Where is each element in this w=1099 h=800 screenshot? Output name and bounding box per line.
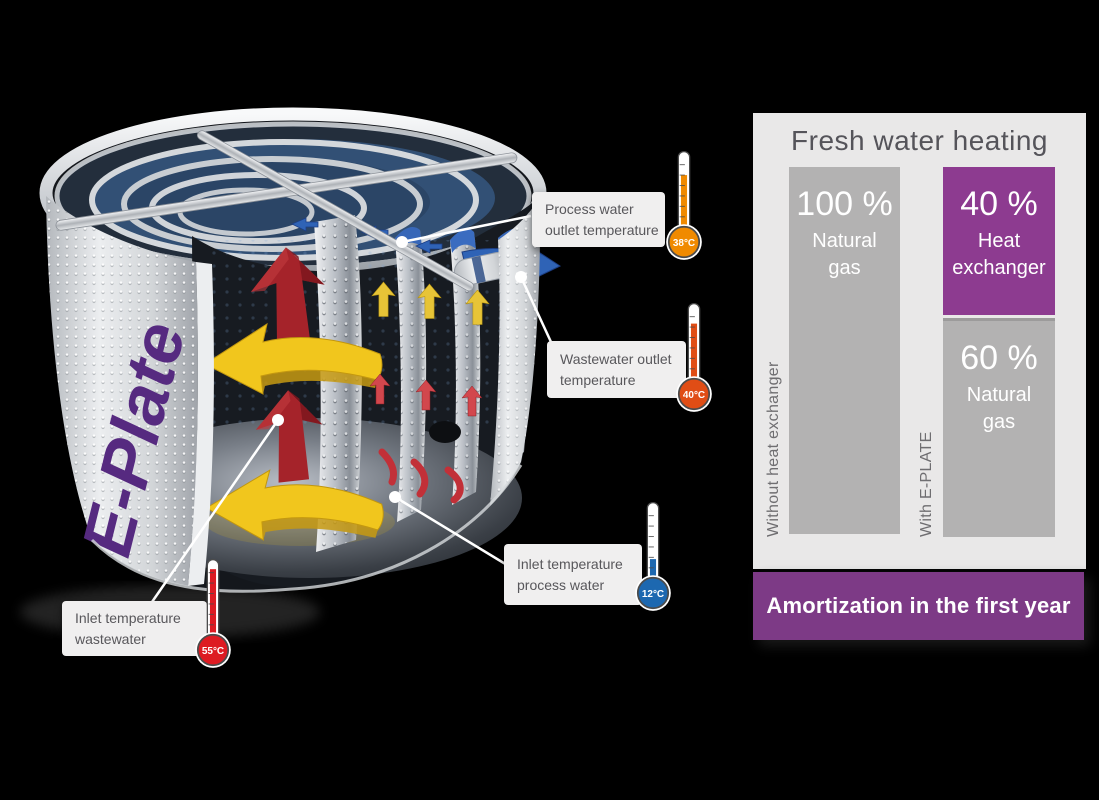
thermometer-38c: 38°C <box>664 149 704 262</box>
temp-value: 55°C <box>202 646 224 657</box>
callout-process-water-outlet: Process water outlet temperature <box>532 192 665 247</box>
red-inlet-hoses <box>378 448 464 504</box>
yellow-flow-arrow-large <box>205 469 384 541</box>
red-up-arrows-small <box>369 373 483 417</box>
callout-line: Wastewater outlet <box>560 350 672 367</box>
red-up-arrow-large <box>250 247 325 351</box>
tank-shell: E-Plate <box>46 196 541 593</box>
temp-value: 40°C <box>683 390 705 401</box>
bar-value: 100 % <box>796 185 893 223</box>
thermometer-40c: 40°C <box>674 301 714 414</box>
callout-line: temperature <box>560 371 636 388</box>
bar-label: Heat exchanger <box>952 230 1046 279</box>
yellow-flow-arrow-large <box>204 322 383 395</box>
bar-heat-exchanger-segment: 40 % Heat exchanger <box>943 167 1055 315</box>
chart-title: Fresh water heating <box>791 125 1048 156</box>
bar-natural-gas-segment: 60 % Natural gas <box>943 318 1055 537</box>
leader-lines <box>150 214 553 603</box>
bar-without-heat-exchanger: 100 % Natural gas <box>789 167 900 534</box>
tank-bottom-edge <box>90 464 523 593</box>
thermometer-12c: 12°C <box>633 500 673 613</box>
temp-value: 12°C <box>642 589 664 600</box>
bar-value: 60 % <box>960 339 1038 377</box>
drain-fitting <box>429 421 461 443</box>
callout-line: Process water <box>545 200 634 217</box>
yellow-up-arrows-small <box>371 281 490 325</box>
amortization-banner: Amortization in the first year <box>753 572 1084 640</box>
callout-line: wastewater <box>75 630 146 647</box>
support-bars <box>55 130 518 292</box>
callout-line: outlet temperature <box>545 221 659 238</box>
thermometer-55c: 55°C <box>193 557 233 670</box>
axis-label-with-e-plate: With E-PLATE <box>918 431 935 537</box>
callout-wastewater-outlet: Wastewater outlet temperature <box>547 341 686 398</box>
bar-label: Natural gas <box>812 230 877 279</box>
callout-inlet-wastewater: Inlet temperature wastewater <box>62 601 207 656</box>
chart-panel: Fresh water heating 100 % Natural gas 40… <box>753 113 1086 569</box>
axis-label-without-heat-exchanger: Without heat exchanger <box>765 361 782 537</box>
bar-value: 40 % <box>960 185 1038 223</box>
shell-cut-edge <box>188 262 214 586</box>
callout-line: process water <box>517 576 605 593</box>
temp-value: 38°C <box>673 238 695 249</box>
banner-text: Amortization in the first year <box>766 593 1071 618</box>
bar-label: Natural gas <box>966 384 1032 433</box>
callout-line: Inlet temperature <box>517 555 623 572</box>
callout-inlet-process-water: Inlet temperature process water <box>504 544 642 605</box>
callout-line: Inlet temperature <box>75 609 181 626</box>
